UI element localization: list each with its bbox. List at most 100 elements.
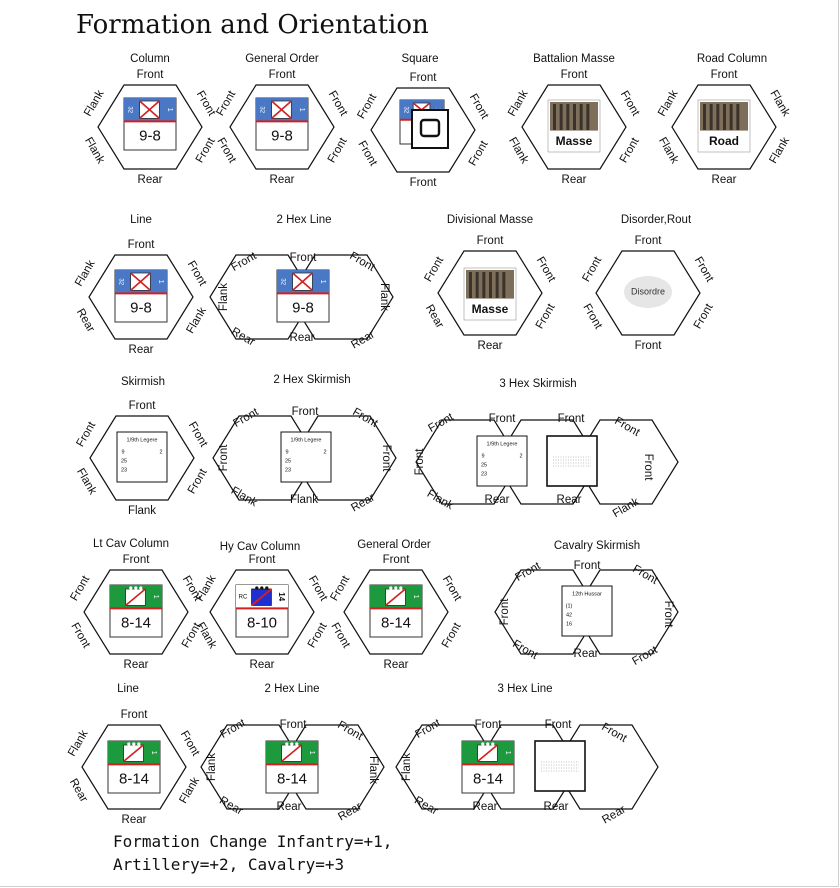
- counter-regiment: 32: [402, 107, 408, 114]
- hex-side-label: Front: [121, 709, 149, 721]
- hex-side-label: Front: [186, 420, 210, 450]
- hex-side-label: Front: [185, 259, 209, 289]
- hex-side-label: Front: [292, 406, 320, 418]
- caption-disorder-rout: Disorder,Rout: [620, 214, 692, 226]
- caption-column: Column: [130, 53, 170, 65]
- caption-general-order: General Order: [245, 53, 319, 65]
- hex-side-label: Front: [380, 445, 392, 473]
- hex-side-label: Front: [306, 574, 330, 604]
- troops-picture: [475, 272, 479, 298]
- caption-line: Line: [130, 214, 152, 226]
- counter-id: 1: [152, 595, 159, 599]
- troops-picture: [716, 104, 720, 130]
- rank-dot: [486, 742, 490, 746]
- rank-dot: [295, 742, 299, 746]
- hex-side-label: Front: [499, 598, 511, 626]
- hex-side-label: Rear: [574, 648, 599, 660]
- counter-value: 23: [121, 467, 127, 473]
- counter-strength: 9-8: [139, 128, 161, 145]
- footer-line-1: Formation Change Infantry=+1,: [113, 832, 393, 851]
- rank-dot: [134, 586, 138, 590]
- caption-battalion-masse: Battalion Masse: [533, 53, 615, 65]
- hex-side-label: Front: [249, 554, 277, 566]
- counter-id: 1: [504, 751, 511, 755]
- counter-label: Masse: [472, 302, 509, 316]
- caption-skirmish: Skirmish: [120, 376, 166, 388]
- counter-regiment: 32: [258, 106, 264, 113]
- hex-side-label: Rear: [122, 814, 147, 826]
- counter-regiment: 32: [279, 278, 285, 285]
- rank-dot: [399, 586, 403, 590]
- troops-picture: [482, 272, 486, 298]
- troops-picture: [559, 104, 563, 130]
- hex-side-label: Rear: [290, 332, 315, 344]
- infantry-cross: [130, 272, 151, 292]
- skirmish-counter: [280, 431, 332, 483]
- troops-picture: [723, 104, 726, 130]
- infantry-cross: [139, 100, 160, 120]
- hex-side-label: Rear: [124, 659, 149, 671]
- hex-side-label: Rear: [270, 174, 295, 186]
- hex-side-label: Flank: [184, 305, 209, 336]
- cavalry-slash: [123, 744, 144, 763]
- hex-side-label: Front: [580, 254, 604, 284]
- infantry-cross: [271, 100, 292, 120]
- rank-dot: [491, 742, 495, 746]
- hex-side-label: Front: [440, 574, 464, 604]
- counter-strength: 8-14: [121, 615, 151, 632]
- counter-id: 1: [412, 595, 419, 599]
- hex-side-label: Front: [662, 601, 674, 629]
- hex-side-label: Front: [692, 301, 716, 331]
- hex-side-label: Flank: [66, 728, 91, 759]
- hex-side-label: Front: [328, 621, 352, 651]
- troops-picture: [502, 272, 506, 298]
- counter-strength: 8-14: [277, 771, 307, 788]
- hex-side-label: Front: [475, 719, 503, 731]
- hex-side-label: Rear: [478, 340, 503, 352]
- hex-side-label: Rear: [250, 659, 275, 671]
- hex-side-label: Front: [280, 719, 308, 731]
- hex-side-label: Front: [186, 466, 210, 496]
- caption-general-order-cav: General Order: [357, 539, 431, 551]
- counter-value: 16: [566, 621, 572, 627]
- caption-road-column: Road Column: [696, 53, 768, 65]
- hex-side-label: Rear: [74, 307, 97, 335]
- troops-picture: [566, 104, 570, 130]
- counter-value: 9: [481, 453, 484, 459]
- counter-value: 25: [285, 458, 291, 464]
- hex-side-label: Flank: [218, 283, 230, 311]
- hex-side-label: Front: [68, 621, 92, 651]
- counter-strength: 8-14: [119, 771, 149, 788]
- rank-dot: [265, 586, 269, 590]
- hex-side-label: Flank: [401, 753, 413, 781]
- hex-side-label: Front: [534, 255, 558, 285]
- hex-side-label: Front: [477, 235, 505, 247]
- counter-regiment: 32: [117, 278, 123, 285]
- counter-id: 1: [308, 751, 315, 755]
- caption-lt-cav-column: Lt Cav Column: [92, 538, 170, 550]
- counter-id: 14: [277, 592, 286, 601]
- rank-dot: [285, 742, 289, 746]
- troops-picture: [586, 104, 590, 130]
- cavalry-slash: [477, 744, 498, 763]
- hex-side-label: Flank: [74, 466, 99, 497]
- counter-value: 2: [323, 449, 326, 455]
- footer-line-2: Artillery=+2, Cavalry=+3: [113, 855, 345, 874]
- infantry-cross: [292, 272, 313, 292]
- counter-value: 23: [481, 471, 487, 477]
- counter-label: Road: [709, 134, 739, 148]
- hex-side-label: Flank: [73, 258, 98, 289]
- hex-side-label: Front: [123, 554, 151, 566]
- rank-dot: [255, 586, 259, 590]
- hex-side-label: Rear: [557, 494, 582, 506]
- hex-side-label: Rear: [67, 777, 90, 805]
- counter-strength: 9-8: [130, 300, 152, 317]
- hex-side-label: Rear: [485, 494, 510, 506]
- hex-side-label: Front: [194, 89, 218, 119]
- hex-side-label: Front: [214, 136, 238, 166]
- hex-side-label: Front: [545, 719, 573, 731]
- hex-side-label: Front: [326, 89, 350, 119]
- hex-side-label: Front: [137, 69, 165, 81]
- rank-dot: [129, 586, 133, 590]
